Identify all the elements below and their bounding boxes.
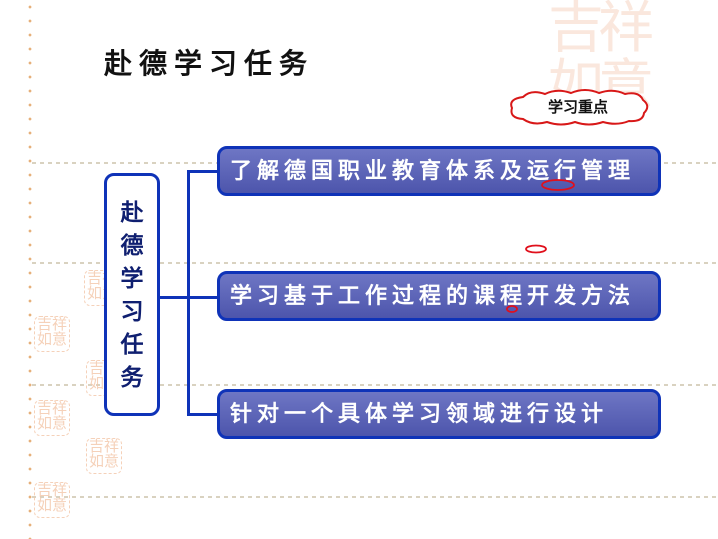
connector-line (160, 296, 189, 299)
page-title: 赴德学习任务 (104, 47, 315, 80)
cloud-shape-icon (510, 89, 649, 126)
seal-stamp: 吉祥如意 (86, 438, 122, 474)
dotted-divider (32, 262, 718, 264)
annotation-ellipse (506, 305, 518, 313)
task-box-1: 了解德国职业教育体系及运行管理 (217, 146, 661, 196)
seal-stamp: 吉祥如意 (34, 400, 70, 436)
auspicious-seal-watermark: 吉祥如意 (548, 0, 654, 119)
task-label-3: 针对一个具体学习领域进行设计 (230, 401, 609, 427)
annotation-ellipse (541, 179, 575, 191)
seal-stamp: 吉祥如意 (34, 316, 70, 352)
badge-label: 学习重点 (547, 98, 608, 116)
connector-line (187, 296, 218, 299)
dotted-margin-rule (28, 0, 32, 539)
task-label-2: 学习基于工作过程的课程开发方法 (230, 283, 636, 309)
connector-line (187, 170, 218, 173)
central-topic-box: 赴德学习任务 (104, 173, 160, 416)
central-topic-label: 赴德学习任务 (120, 198, 144, 391)
annotation-ellipse (525, 244, 547, 254)
dotted-divider (32, 384, 718, 386)
connector-line (187, 170, 190, 416)
task-box-2: 学习基于工作过程的课程开发方法 (217, 271, 661, 321)
key-points-badge: 学习重点 (505, 88, 651, 126)
connector-line (187, 413, 218, 416)
dotted-divider (32, 496, 718, 498)
task-box-3: 针对一个具体学习领域进行设计 (217, 389, 661, 439)
seal-stamp: 吉祥如意 (34, 482, 70, 518)
